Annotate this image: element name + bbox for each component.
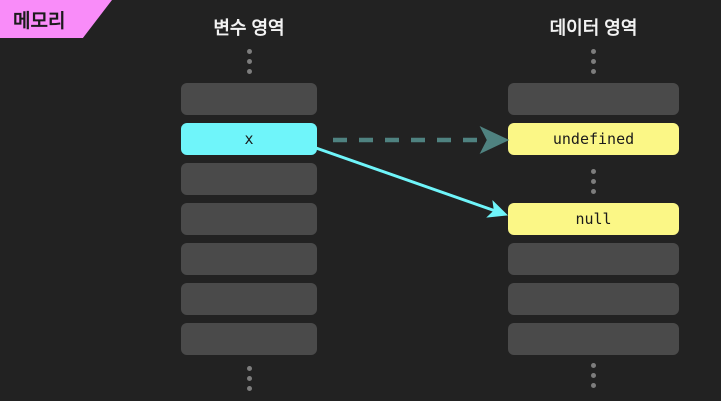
- data-area-column: undefined null: [508, 0, 679, 401]
- variable-slot-3[interactable]: [181, 203, 317, 235]
- data-slot-null[interactable]: null: [508, 203, 679, 235]
- variable-slot-x-label: x: [244, 130, 254, 148]
- variable-slot-0[interactable]: [181, 83, 317, 115]
- variable-slot-2[interactable]: [181, 163, 317, 195]
- new-reference-arrow: [315, 146, 508, 218]
- data-slot-0[interactable]: [508, 83, 679, 115]
- data-middle-ellipsis: [508, 166, 679, 196]
- variable-area-title: 변수 영역: [213, 18, 285, 38]
- data-area-title: 데이터 영역: [549, 18, 638, 38]
- data-slot-undefined-label: undefined: [552, 130, 635, 148]
- data-bottom-ellipsis: [508, 362, 679, 388]
- data-slot-undefined[interactable]: undefined: [508, 123, 679, 155]
- variable-slot-5[interactable]: [181, 283, 317, 315]
- memory-tab-label: 메모리: [13, 11, 66, 32]
- variable-area-column: x: [181, 0, 317, 401]
- data-top-ellipsis: [508, 48, 679, 74]
- data-slot-5[interactable]: [508, 323, 679, 355]
- variable-bottom-ellipsis: [181, 365, 317, 391]
- data-slot-3[interactable]: [508, 243, 679, 275]
- variable-slot-x[interactable]: x: [181, 123, 317, 155]
- variable-top-ellipsis: [181, 48, 317, 74]
- variable-slot-6[interactable]: [181, 323, 317, 355]
- variable-slot-4[interactable]: [181, 243, 317, 275]
- data-slot-null-label: null: [575, 210, 612, 228]
- data-slot-4[interactable]: [508, 283, 679, 315]
